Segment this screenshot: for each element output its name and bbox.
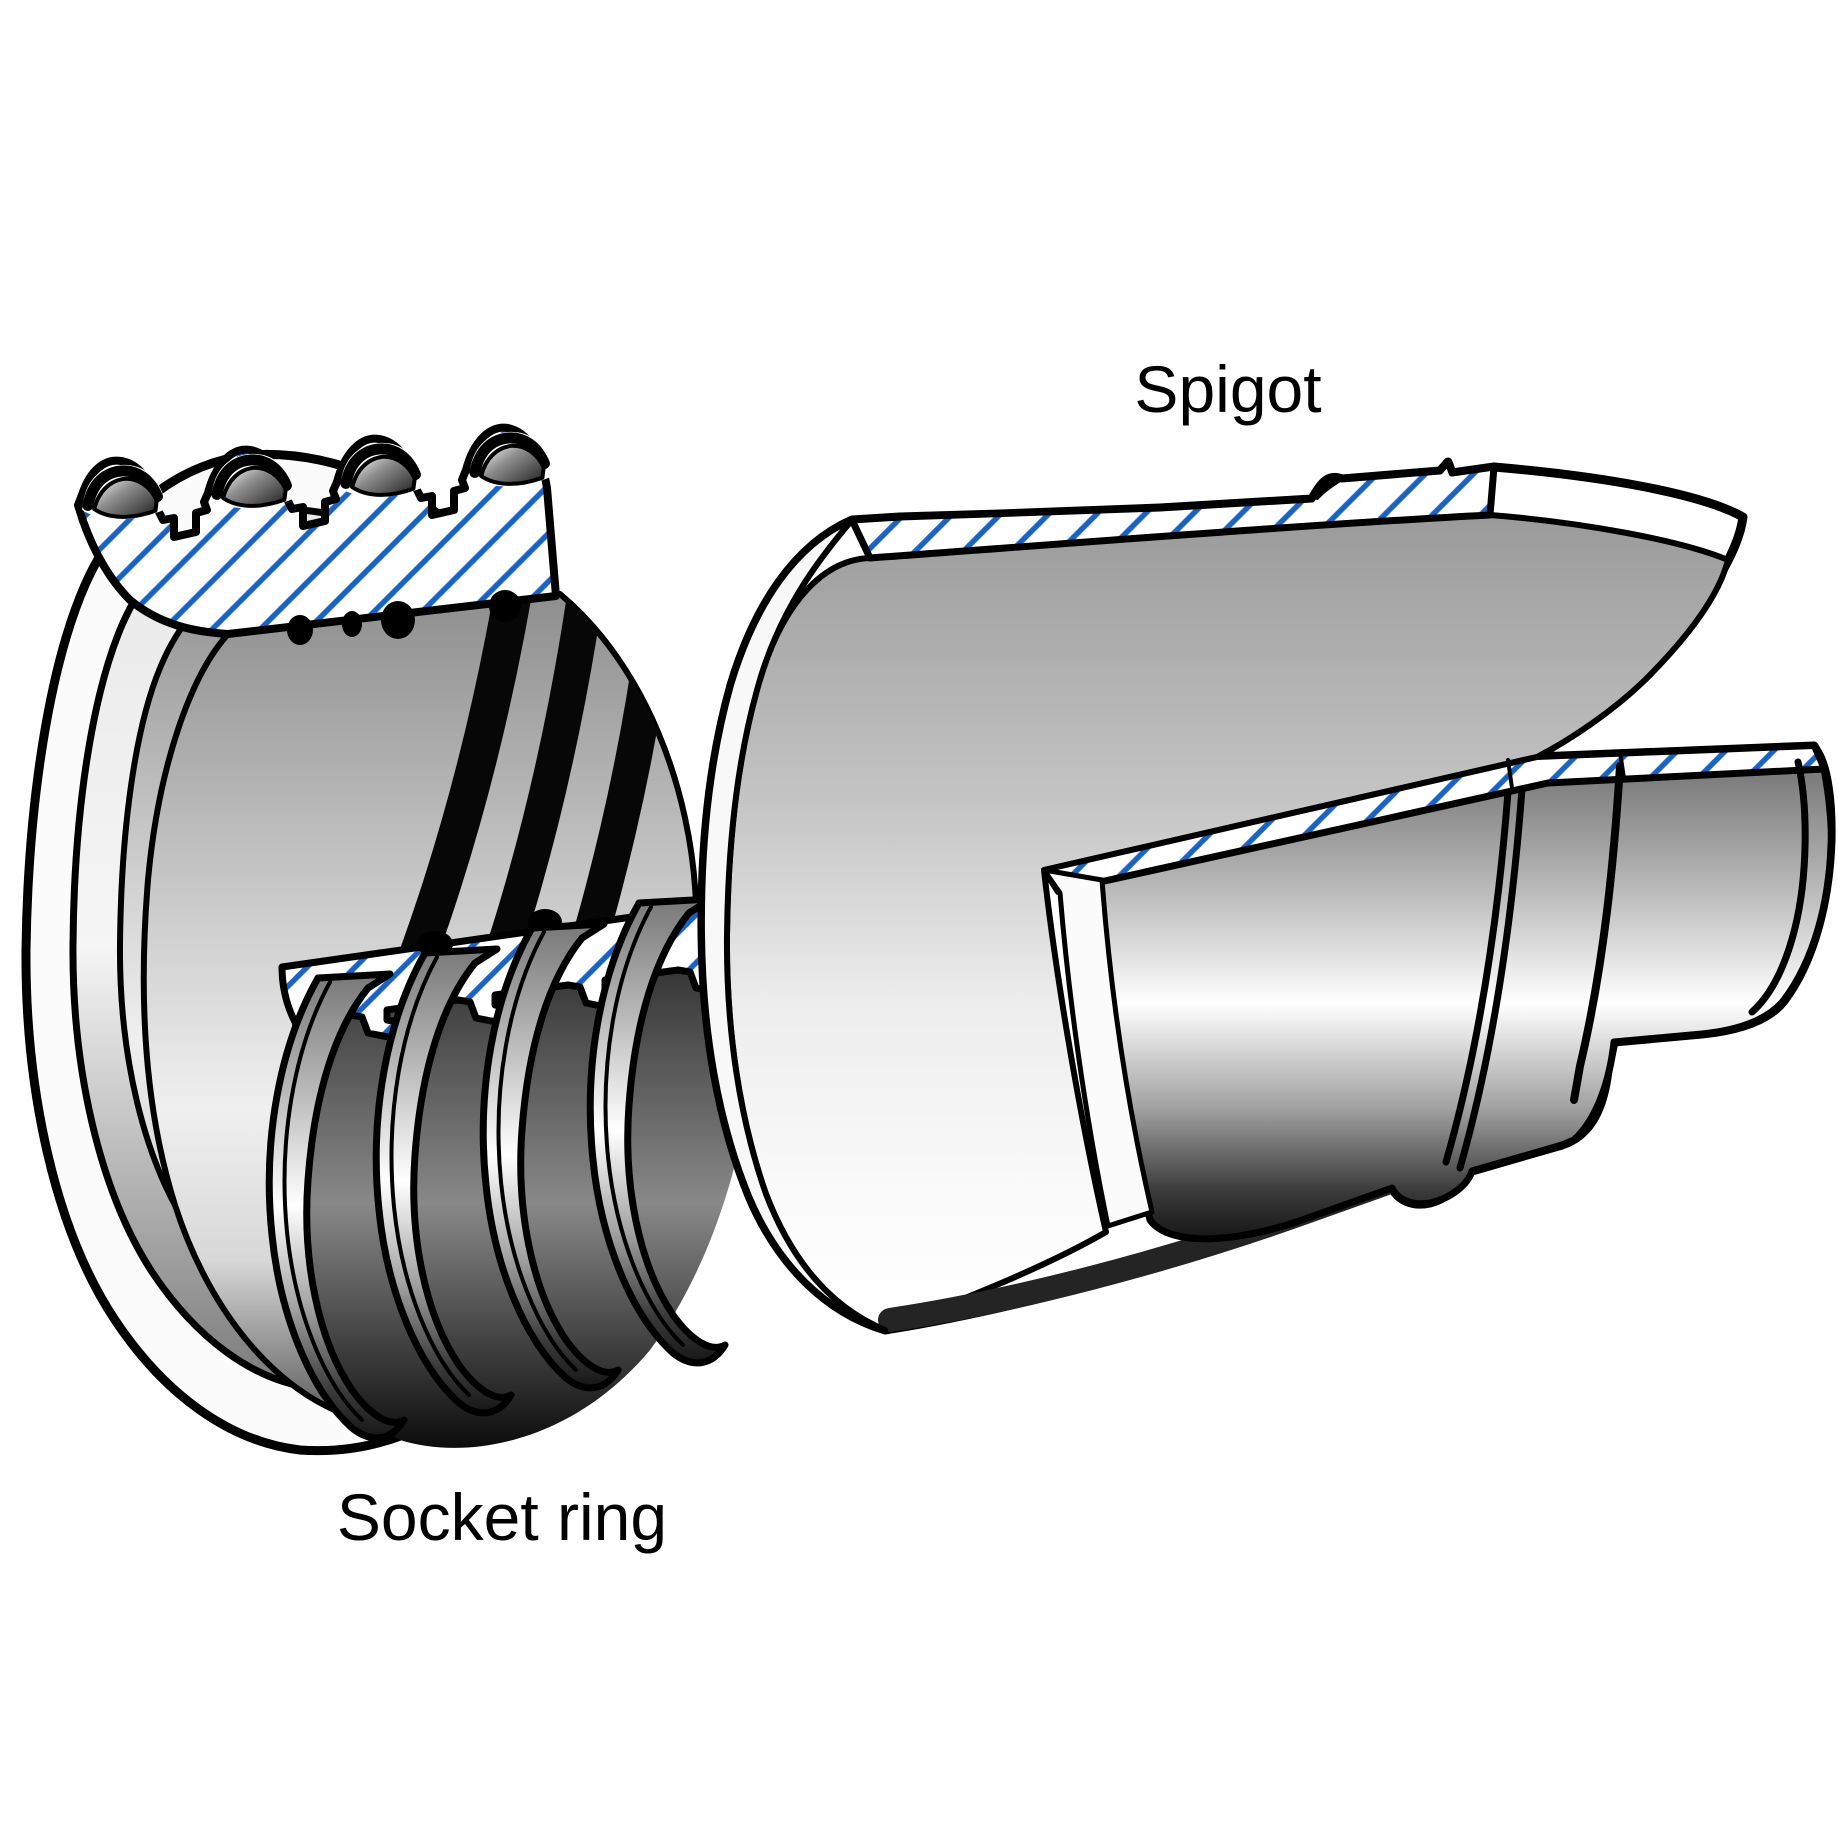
spigot-label: Spigot	[1134, 352, 1321, 426]
spigot	[697, 457, 1836, 1335]
socket-ring-label: Socket ring	[337, 1480, 667, 1554]
labels: Spigot Socket ring	[337, 352, 1322, 1554]
spigot-bead-step-shadow	[1312, 479, 1344, 500]
seal-section-bumps-top	[287, 590, 521, 645]
spigot-wall-face	[698, 517, 888, 1333]
socket-top-section-face	[74, 423, 560, 638]
spigot-end-grooves	[1442, 758, 1809, 1172]
section-tick-1	[1506, 758, 1514, 790]
spigot-wall-highlight-strip	[1041, 867, 1155, 1229]
socket-ring	[21, 423, 756, 1456]
